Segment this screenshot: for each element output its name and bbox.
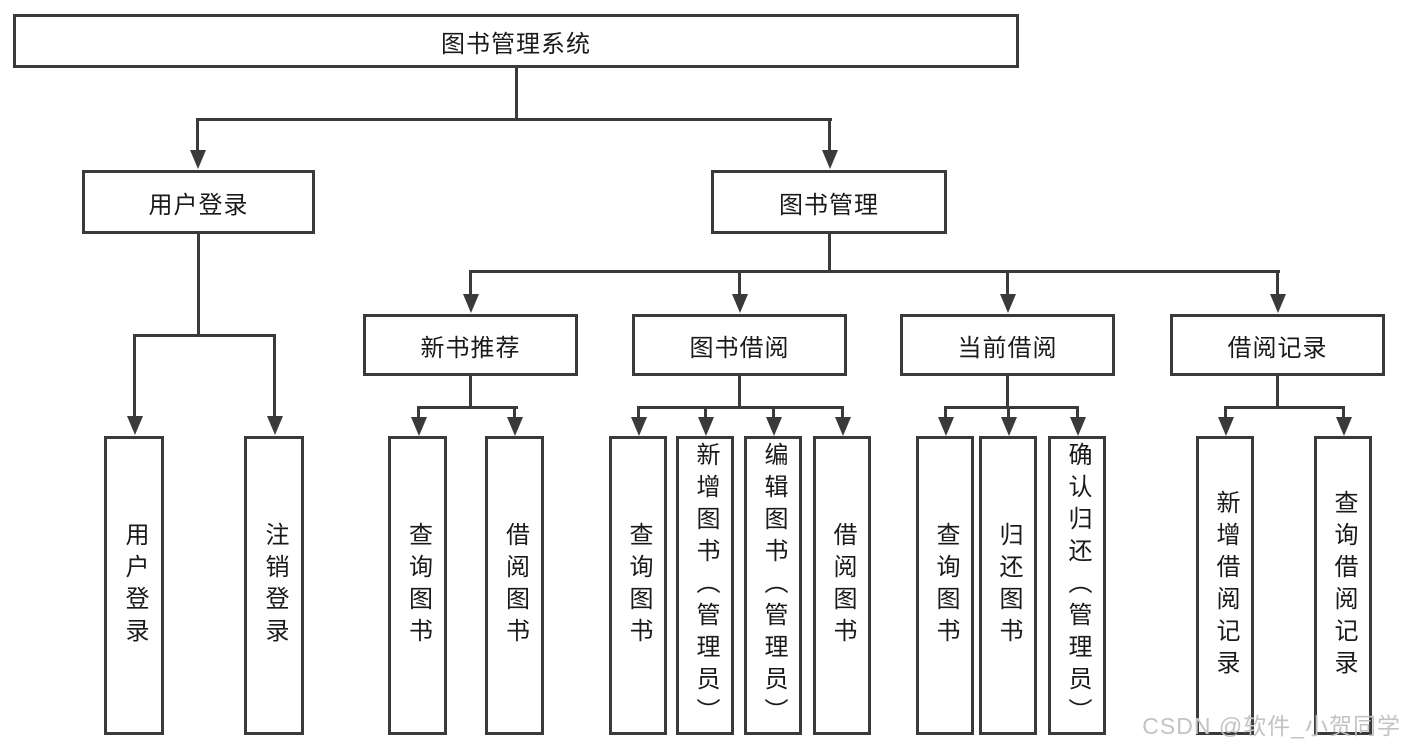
arrowhead-br-query (1336, 417, 1352, 436)
node-borrowing-records: 借阅记录 (1170, 314, 1385, 376)
connector-arrow-stem-user-login (196, 118, 199, 152)
leaf-nb-query-books: 查询图书 (388, 436, 447, 735)
connector-arrow-stem-bb-query (637, 406, 640, 419)
connector-current-borrowing-branch (944, 406, 1079, 409)
leaf-bb-borrow-books: 借阅图书 (813, 436, 871, 735)
leaf-br-query-record: 查询借阅记录 (1314, 436, 1372, 735)
arrowhead-login (127, 416, 143, 435)
node-library-management-system: 图书管理系统 (13, 14, 1019, 68)
watermark: CSDN @软件_小贺同学 (1142, 713, 1401, 739)
arrowhead-current-borrowing (1000, 294, 1016, 313)
arrowhead-br-add (1218, 417, 1234, 436)
arrowhead-cb-query (938, 417, 954, 436)
connector-user-login-stem (197, 233, 200, 337)
connector-arrow-stem-br-add (1224, 406, 1227, 419)
arrowhead-new-book (463, 294, 479, 313)
connector-arrow-stem-nb-borrow (513, 406, 516, 419)
arrowhead-user-login (190, 150, 206, 169)
connector-borrowing-records-branch (1224, 406, 1345, 409)
connector-arrow-stem-book-management (828, 118, 831, 152)
arrowhead-bb-add (698, 417, 714, 436)
connector-arrow-stem-logout (273, 334, 276, 417)
connector-arrow-stem-bb-add (704, 406, 707, 419)
node-book-management: 图书管理 (711, 170, 947, 234)
arrowhead-cb-return (1001, 417, 1017, 436)
leaf-bb-query-books: 查询图书 (609, 436, 667, 735)
arrowhead-cb-confirm (1070, 417, 1086, 436)
arrowhead-bb-query (631, 417, 647, 436)
node-user-login: 用户登录 (82, 170, 315, 234)
leaf-br-add-record: 新增借阅记录 (1196, 436, 1254, 735)
leaf-cb-confirm-return-admin: 确认归还（管理员） (1048, 436, 1106, 735)
connector-arrow-stem-current-borrowing (1006, 270, 1009, 296)
node-new-book-recommend: 新书推荐 (363, 314, 578, 376)
arrowhead-borrowing-records (1270, 294, 1286, 313)
connector-arrow-stem-new-book (469, 270, 472, 296)
leaf-bb-edit-books-admin: 编辑图书（管理员） (744, 436, 802, 735)
connector-book-management-branch (469, 270, 1280, 273)
connector-arrow-stem-br-query (1342, 406, 1345, 419)
connector-arrow-stem-login (133, 334, 136, 417)
arrowhead-bb-borrow (835, 417, 851, 436)
leaf-cb-query-books: 查询图书 (916, 436, 974, 735)
connector-borrowing-records-stem (1276, 375, 1279, 409)
arrowhead-book-management (822, 150, 838, 169)
connector-arrow-stem-cb-return (1007, 406, 1010, 419)
node-current-borrowing: 当前借阅 (900, 314, 1115, 376)
connector-book-borrowing-branch (637, 406, 844, 409)
arrowhead-nb-borrow (507, 417, 523, 436)
leaf-nb-borrow-books: 借阅图书 (485, 436, 544, 735)
connector-arrow-stem-bb-edit (772, 406, 775, 419)
connector-new-book-branch (417, 406, 518, 409)
connector-arrow-stem-bb-borrow (841, 406, 844, 419)
connector-arrow-stem-book-borrowing (738, 270, 741, 296)
connector-arrow-stem-cb-confirm (1076, 406, 1079, 419)
connector-new-book-stem (469, 375, 472, 409)
leaf-logout: 注销登录 (244, 436, 304, 735)
connector-arrow-stem-borrowing-records (1276, 270, 1279, 296)
connector-book-borrowing-stem (738, 375, 741, 409)
leaf-user-login: 用户登录 (104, 436, 164, 735)
connector-book-management-stem (828, 233, 831, 273)
connector-user-login-branch (133, 334, 276, 337)
connector-arrow-stem-cb-query (944, 406, 947, 419)
connector-arrow-stem-nb-query (417, 406, 420, 419)
arrowhead-nb-query (411, 417, 427, 436)
arrowhead-bb-edit (766, 417, 782, 436)
connector-current-borrowing-stem (1006, 375, 1009, 409)
connector-root-branch (196, 118, 832, 121)
leaf-bb-add-books-admin: 新增图书（管理员） (676, 436, 734, 735)
connector-root-stem (515, 67, 518, 121)
leaf-cb-return-books: 归还图书 (979, 436, 1037, 735)
arrowhead-book-borrowing (732, 294, 748, 313)
node-book-borrowing: 图书借阅 (632, 314, 847, 376)
arrowhead-logout (267, 416, 283, 435)
